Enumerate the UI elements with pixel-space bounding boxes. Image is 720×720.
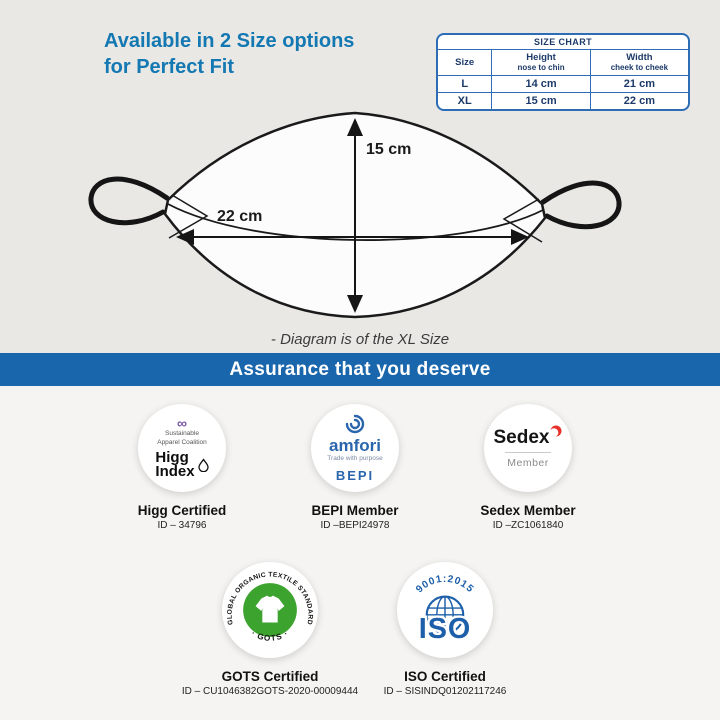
sac-org-line1: Sustainable — [165, 430, 199, 438]
sac-knot-icon: ∞ — [177, 415, 187, 432]
bepi-badge: amfori Trade with purpose BEPI — [311, 404, 399, 492]
sedex-cert-id: ID –ZC1061840 — [492, 520, 564, 531]
amfori-spiral-icon — [345, 414, 365, 433]
assurance-banner-text: Assurance that you deserve — [229, 358, 491, 380]
iso-cert-title: ISO Certified — [404, 669, 486, 684]
mask-fold-right — [502, 198, 543, 243]
sac-org-line2: Apparel Coalition — [157, 438, 207, 446]
sedex-swoosh-icon — [550, 425, 562, 437]
cert-sedex: Sedex Member Sedex Member ID –ZC1061840 — [443, 404, 613, 531]
size-chart-row-xl: XL 15 cm 22 cm — [438, 91, 688, 109]
page-title-line1: Available in 2 Size options — [104, 30, 355, 52]
amfori-logo-text: amfori — [329, 435, 381, 455]
sedex-divider — [505, 451, 551, 453]
height-dimension-label: 15 cm — [366, 141, 411, 158]
amfori-tagline: Trade with purpose — [327, 454, 383, 462]
assurance-banner: Assurance that you deserve — [0, 353, 720, 386]
ear-loop-left-icon — [88, 176, 170, 226]
page-title: Available in 2 Size options for Perfect … — [104, 28, 354, 80]
iso-logo-text: ISO — [419, 613, 472, 645]
bepi-cert-id: ID –BEPI24978 — [320, 520, 390, 531]
higg-droplet-icon — [197, 458, 209, 473]
diagram-caption: - Diagram is of the XL Size — [270, 331, 450, 348]
gots-ring-text-bottom: · GOTS · — [250, 629, 290, 643]
higg-logo-line2: Index — [155, 463, 195, 481]
higg-badge: ∞ Sustainable Apparel Coalition Higg Ind… — [138, 404, 226, 492]
size-l-height: 14 cm — [491, 74, 591, 93]
sedex-logo-text: Sedex — [493, 426, 550, 448]
higg-cert-id: ID – 34796 — [157, 520, 207, 531]
size-chart: SIZE CHART Size Height nose to chin Widt… — [436, 33, 690, 111]
size-chart-table: SIZE CHART Size Height nose to chin Widt… — [438, 35, 688, 109]
svg-text:· GOTS ·: · GOTS · — [250, 629, 291, 643]
sedex-member-text: Member — [507, 456, 549, 469]
gots-badge: GLOBAL ORGANIC TEXTILE STANDARD · GOTS · — [222, 562, 318, 658]
size-l-width: 21 cm — [589, 74, 688, 93]
iso-globe-icon — [425, 595, 465, 635]
size-chart-row-l: L 14 cm 21 cm — [438, 74, 688, 93]
size-chart-title: SIZE CHART — [438, 35, 688, 50]
gots-logo: GLOBAL ORGANIC TEXTILE STANDARD · GOTS · — [222, 562, 318, 658]
iso-logo: 9001:2015 ISO — [397, 562, 493, 658]
iso-badge: 9001:2015 ISO — [397, 562, 493, 658]
gots-cert-id: ID – CU1046382GOTS-2020-00009444 — [181, 686, 359, 697]
mask-diagram: 15 cm 22 cm — [88, 111, 622, 319]
cert-bepi: amfori Trade with purpose BEPI BEPI Memb… — [270, 404, 440, 531]
size-xl-height: 15 cm — [491, 91, 591, 109]
cert-gots: GLOBAL ORGANIC TEXTILE STANDARD · GOTS ·… — [160, 562, 380, 697]
ear-loop-right-icon — [540, 180, 622, 230]
gots-cert-title: GOTS Certified — [221, 669, 319, 684]
size-chart-col-size: Size — [438, 49, 493, 76]
gots-shirt-icon — [255, 595, 285, 623]
cert-higg: ∞ Sustainable Apparel Coalition Higg Ind… — [97, 404, 267, 531]
cert-iso: 9001:2015 ISO ISO Certified ID – SISINDQ… — [355, 562, 535, 697]
page-title-line2: for Perfect Fit — [104, 56, 235, 78]
size-xl-width: 22 cm — [589, 91, 688, 109]
higg-logo-line1: Higg — [155, 449, 189, 467]
sedex-cert-title: Sedex Member — [480, 503, 576, 518]
size-l: L — [438, 74, 493, 93]
width-dimension-label: 22 cm — [217, 208, 262, 225]
iso-cert-id: ID – SISINDQ01202117246 — [383, 686, 507, 697]
higg-cert-title: Higg Certified — [137, 503, 227, 518]
size-chart-header-row: Size Height nose to chin Width cheek to … — [438, 49, 688, 76]
sedex-badge: Sedex Member — [484, 404, 572, 492]
size-chart-col-width: Width cheek to cheek — [589, 49, 688, 76]
size-chart-col-height: Height nose to chin — [491, 49, 591, 76]
bepi-logo-text: BEPI — [335, 467, 375, 483]
bepi-cert-title: BEPI Member — [311, 503, 399, 518]
size-xl: XL — [438, 91, 493, 109]
